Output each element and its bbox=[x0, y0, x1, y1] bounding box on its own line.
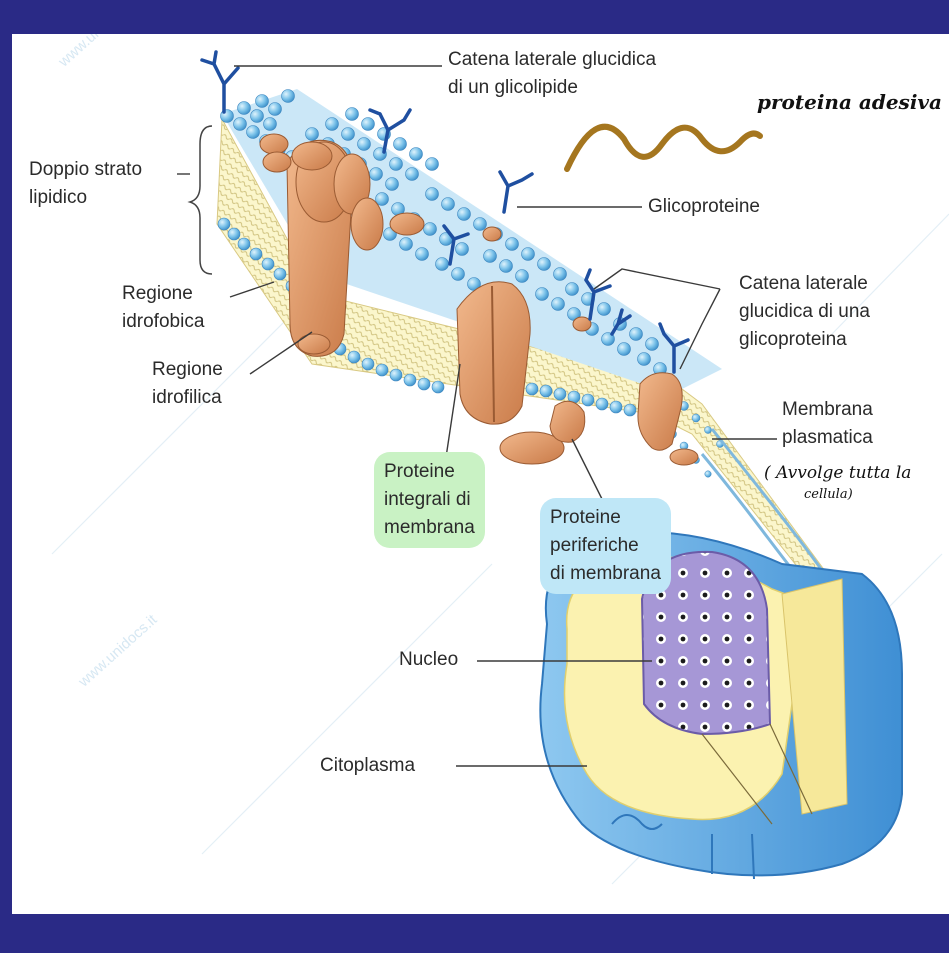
label-catena-glicolipide: Catena laterale glucidica di un glicolip… bbox=[448, 46, 656, 102]
label-line: periferiche bbox=[550, 532, 661, 560]
handwritten-line: cellula) bbox=[764, 484, 911, 506]
label-line: di un glicolipide bbox=[448, 74, 656, 102]
label-regione-idrofilica: Regione idrofilica bbox=[152, 356, 223, 412]
handwritten-line: ( Avvolge tutta la bbox=[764, 462, 911, 484]
handwritten-avvolge: ( Avvolge tutta la cellula) bbox=[764, 462, 911, 506]
handwritten-wave bbox=[567, 127, 760, 169]
diagram-frame: www.unidocs.it www.unidocs.it Catena lat… bbox=[12, 34, 949, 914]
label-catena-glicoproteina: Catena laterale glucidica di una glicopr… bbox=[739, 270, 870, 354]
label-line: integrali di bbox=[384, 486, 475, 514]
label-line: glucidica di una bbox=[739, 298, 870, 326]
label-line: lipidico bbox=[29, 184, 142, 212]
label-line: Regione bbox=[122, 280, 204, 308]
handwritten-proteina-adesiva: proteina adesiva bbox=[757, 90, 942, 114]
label-line: idrofilica bbox=[152, 384, 223, 412]
label-proteine-periferiche: Proteine periferiche di membrana bbox=[540, 498, 671, 594]
label-line: membrana bbox=[384, 514, 475, 542]
label-line: Proteine bbox=[550, 504, 661, 532]
label-line: Doppio strato bbox=[29, 156, 142, 184]
label-regione-idrofobica: Regione idrofobica bbox=[122, 280, 204, 336]
label-line: Catena laterale bbox=[739, 270, 870, 298]
label-line: Regione bbox=[152, 356, 223, 384]
label-doppio-strato: Doppio strato lipidico bbox=[29, 156, 142, 212]
label-line: Catena laterale glucidica bbox=[448, 46, 656, 74]
label-line: idrofobica bbox=[122, 308, 204, 336]
label-glicoproteine: Glicoproteine bbox=[648, 193, 760, 221]
label-membrana-plasmatica: Membrana plasmatica bbox=[782, 396, 873, 452]
label-proteine-integrali: Proteine integrali di membrana bbox=[374, 452, 485, 548]
label-line: glicoproteina bbox=[739, 326, 870, 354]
label-line: Proteine bbox=[384, 458, 475, 486]
label-line: plasmatica bbox=[782, 424, 873, 452]
label-nucleo: Nucleo bbox=[399, 646, 458, 674]
label-line: Membrana bbox=[782, 396, 873, 424]
label-line: di membrana bbox=[550, 560, 661, 588]
label-citoplasma: Citoplasma bbox=[320, 752, 415, 780]
